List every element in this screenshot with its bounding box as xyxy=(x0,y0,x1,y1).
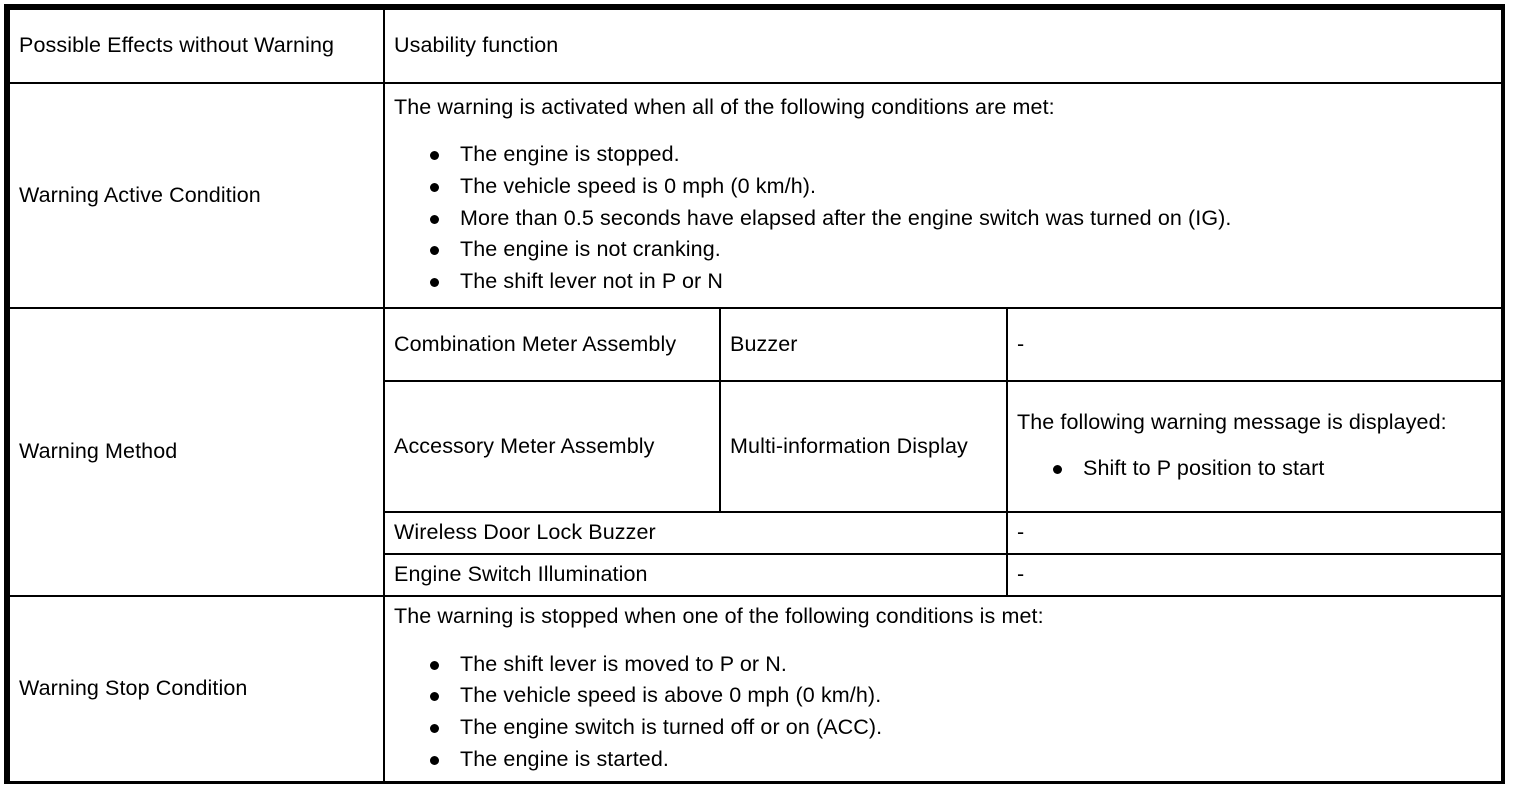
warning-active-condition-bullet-list: The engine is stopped. The vehicle speed… xyxy=(394,139,1492,297)
table-row-warning-method-engine-switch-illumination: Engine Switch Illumination - xyxy=(9,552,1504,597)
list-item: The shift lever is moved to P or N. xyxy=(428,649,1492,681)
warning-specification-table: Possible Effects without Warning Usabili… xyxy=(8,8,1504,784)
warning-stop-condition-content: The warning is stopped when one of the f… xyxy=(385,597,1501,781)
list-item: The engine switch is turned off or on (A… xyxy=(428,712,1492,744)
warning-stop-condition-bullet-list: The shift lever is moved to P or N. The … xyxy=(394,649,1492,775)
warning-method-component-buzzer: Buzzer xyxy=(719,307,1008,382)
warning-method-component-multi-information-display: Multi-information Display xyxy=(719,380,1008,513)
table-row-warning-stop-condition: Warning Stop Condition The warning is st… xyxy=(8,594,1504,784)
warning-method-detail-value: - xyxy=(1017,561,1025,586)
list-item: The engine is not cranking. xyxy=(428,234,1492,266)
component-line-1: Multi-information Display xyxy=(730,433,968,458)
warning-method-detail-value: - xyxy=(1017,520,1025,544)
table-row-warning-method-wireless-door-lock-buzzer: Wireless Door Lock Buzzer - xyxy=(9,511,1504,555)
list-item: The engine is started. xyxy=(428,744,1492,776)
warning-method-component-label: Multi-information Display xyxy=(721,427,1006,467)
warning-method-device-label: Engine Switch Illumination xyxy=(394,561,648,586)
warning-method-detail-value: - xyxy=(1017,331,1025,356)
warning-method-component-label: Buzzer xyxy=(730,331,798,356)
row-value-cell-warning-stop-condition: The warning is stopped when one of the f… xyxy=(382,594,1504,784)
warning-method-device-accessory-meter: Accessory Meter Assembly xyxy=(383,380,721,513)
warning-method-device-label: Accessory Meter Assembly xyxy=(394,433,655,458)
list-item: Shift to P position to start xyxy=(1051,453,1492,485)
list-item: The engine is stopped. xyxy=(428,139,1492,171)
table-row-possible-effects: Possible Effects without Warning Usabili… xyxy=(8,8,1504,84)
warning-method-detail-engine-switch-illumination: - xyxy=(1005,552,1504,597)
row-value-cell-warning-active-condition: The warning is activated when all of the… xyxy=(382,82,1504,309)
list-item: More than 0.5 seconds have elapsed after… xyxy=(428,203,1492,235)
warning-message-bullet-list: Shift to P position to start xyxy=(1017,453,1492,485)
table-row-warning-active-condition: Warning Active Condition The warning is … xyxy=(8,82,1504,309)
warning-method-device-label: Wireless Door Lock Buzzer xyxy=(394,520,656,544)
warning-message-intro: The following warning message is display… xyxy=(1017,409,1447,434)
warning-method-detail-accessory-meter: The following warning message is display… xyxy=(1005,380,1504,513)
warning-method-detail-wireless-door-lock-buzzer: - xyxy=(1005,511,1504,555)
warning-method-device-wireless-door-lock-buzzer: Wireless Door Lock Buzzer xyxy=(383,511,1008,555)
row-label-cell-warning-active-condition: Warning Active Condition xyxy=(8,82,385,309)
warning-method-detail-combination-meter: - xyxy=(1005,307,1504,382)
row-label-cell-warning-stop-condition: Warning Stop Condition xyxy=(8,594,385,784)
list-item: The shift lever not in P or N xyxy=(428,266,1492,298)
row-label-warning-active-condition: Warning Active Condition xyxy=(19,182,261,207)
row-label-warning-method: Warning Method xyxy=(19,438,178,463)
warning-stop-condition-intro: The warning is stopped when one of the f… xyxy=(394,603,1044,628)
warning-active-condition-intro: The warning is activated when all of the… xyxy=(394,94,1055,119)
row-value-cell-possible-effects: Usability function xyxy=(382,8,1504,84)
row-value-possible-effects: Usability function xyxy=(394,33,559,58)
table-row-warning-method-combination-meter: Warning Method Combination Meter Assembl… xyxy=(8,307,1504,597)
row-label-possible-effects: Possible Effects without Warning xyxy=(19,33,335,58)
warning-method-device-combination-meter: Combination Meter Assembly xyxy=(383,307,721,382)
list-item: The vehicle speed is 0 mph (0 km/h). xyxy=(428,171,1492,203)
spec-table-frame: Possible Effects without Warning Usabili… xyxy=(4,4,1505,784)
warning-method-device-engine-switch-illumination: Engine Switch Illumination xyxy=(383,552,1008,597)
table-row-warning-method-accessory-meter: Accessory Meter Assembly Multi-informati… xyxy=(9,380,1504,513)
row-label-cell-warning-method: Warning Method xyxy=(8,307,385,597)
list-item: The vehicle speed is above 0 mph (0 km/h… xyxy=(428,680,1492,712)
warning-active-condition-content: The warning is activated when all of the… xyxy=(385,88,1501,304)
row-label-cell-possible-effects: Possible Effects without Warning xyxy=(8,8,385,84)
warning-method-device-label: Combination Meter Assembly xyxy=(394,331,677,356)
row-label-warning-stop-condition: Warning Stop Condition xyxy=(19,676,248,701)
warning-method-detail-content: The following warning message is display… xyxy=(1008,403,1501,491)
